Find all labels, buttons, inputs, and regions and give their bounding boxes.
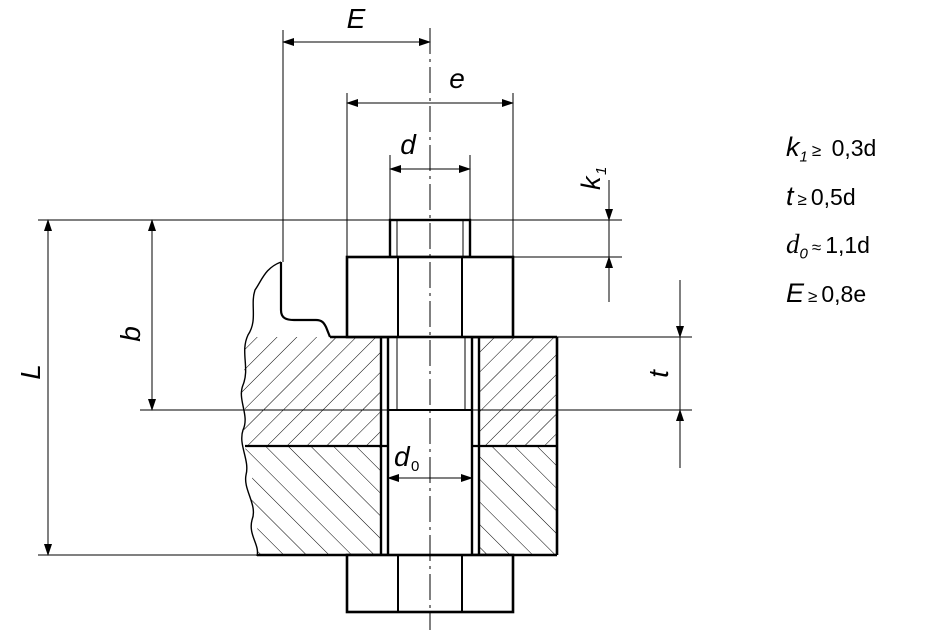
label-d0: d 0 xyxy=(394,441,419,475)
formula-E: E≥0,8e xyxy=(786,277,867,308)
extension-lines xyxy=(38,30,692,556)
formula-d0: d0≈1,1d xyxy=(786,229,870,263)
label-k1: k 1 xyxy=(576,167,610,190)
svg-text:d: d xyxy=(394,441,411,472)
lower-plate-right xyxy=(479,446,557,555)
lower-plate xyxy=(245,446,381,555)
break-line xyxy=(240,261,282,557)
svg-text:k: k xyxy=(576,175,606,190)
dimension-lines xyxy=(44,38,684,556)
label-d: d xyxy=(400,129,417,160)
formula-block: k1≥ 0,3d t≥0,5d d0≈1,1d E≥0,8e xyxy=(786,128,936,322)
label-t: t xyxy=(643,369,674,378)
label-e: e xyxy=(449,63,465,94)
svg-text:0: 0 xyxy=(411,458,419,475)
upper-plate-right xyxy=(479,337,557,446)
label-b: b xyxy=(115,326,146,342)
counterbore-step xyxy=(279,262,332,338)
upper-plate xyxy=(240,337,381,446)
label-E: E xyxy=(347,3,366,34)
svg-text:1: 1 xyxy=(593,167,610,175)
formula-k1: k1≥ 0,3d xyxy=(786,132,877,166)
formula-t: t≥0,5d xyxy=(786,180,856,211)
label-L: L xyxy=(15,364,46,380)
